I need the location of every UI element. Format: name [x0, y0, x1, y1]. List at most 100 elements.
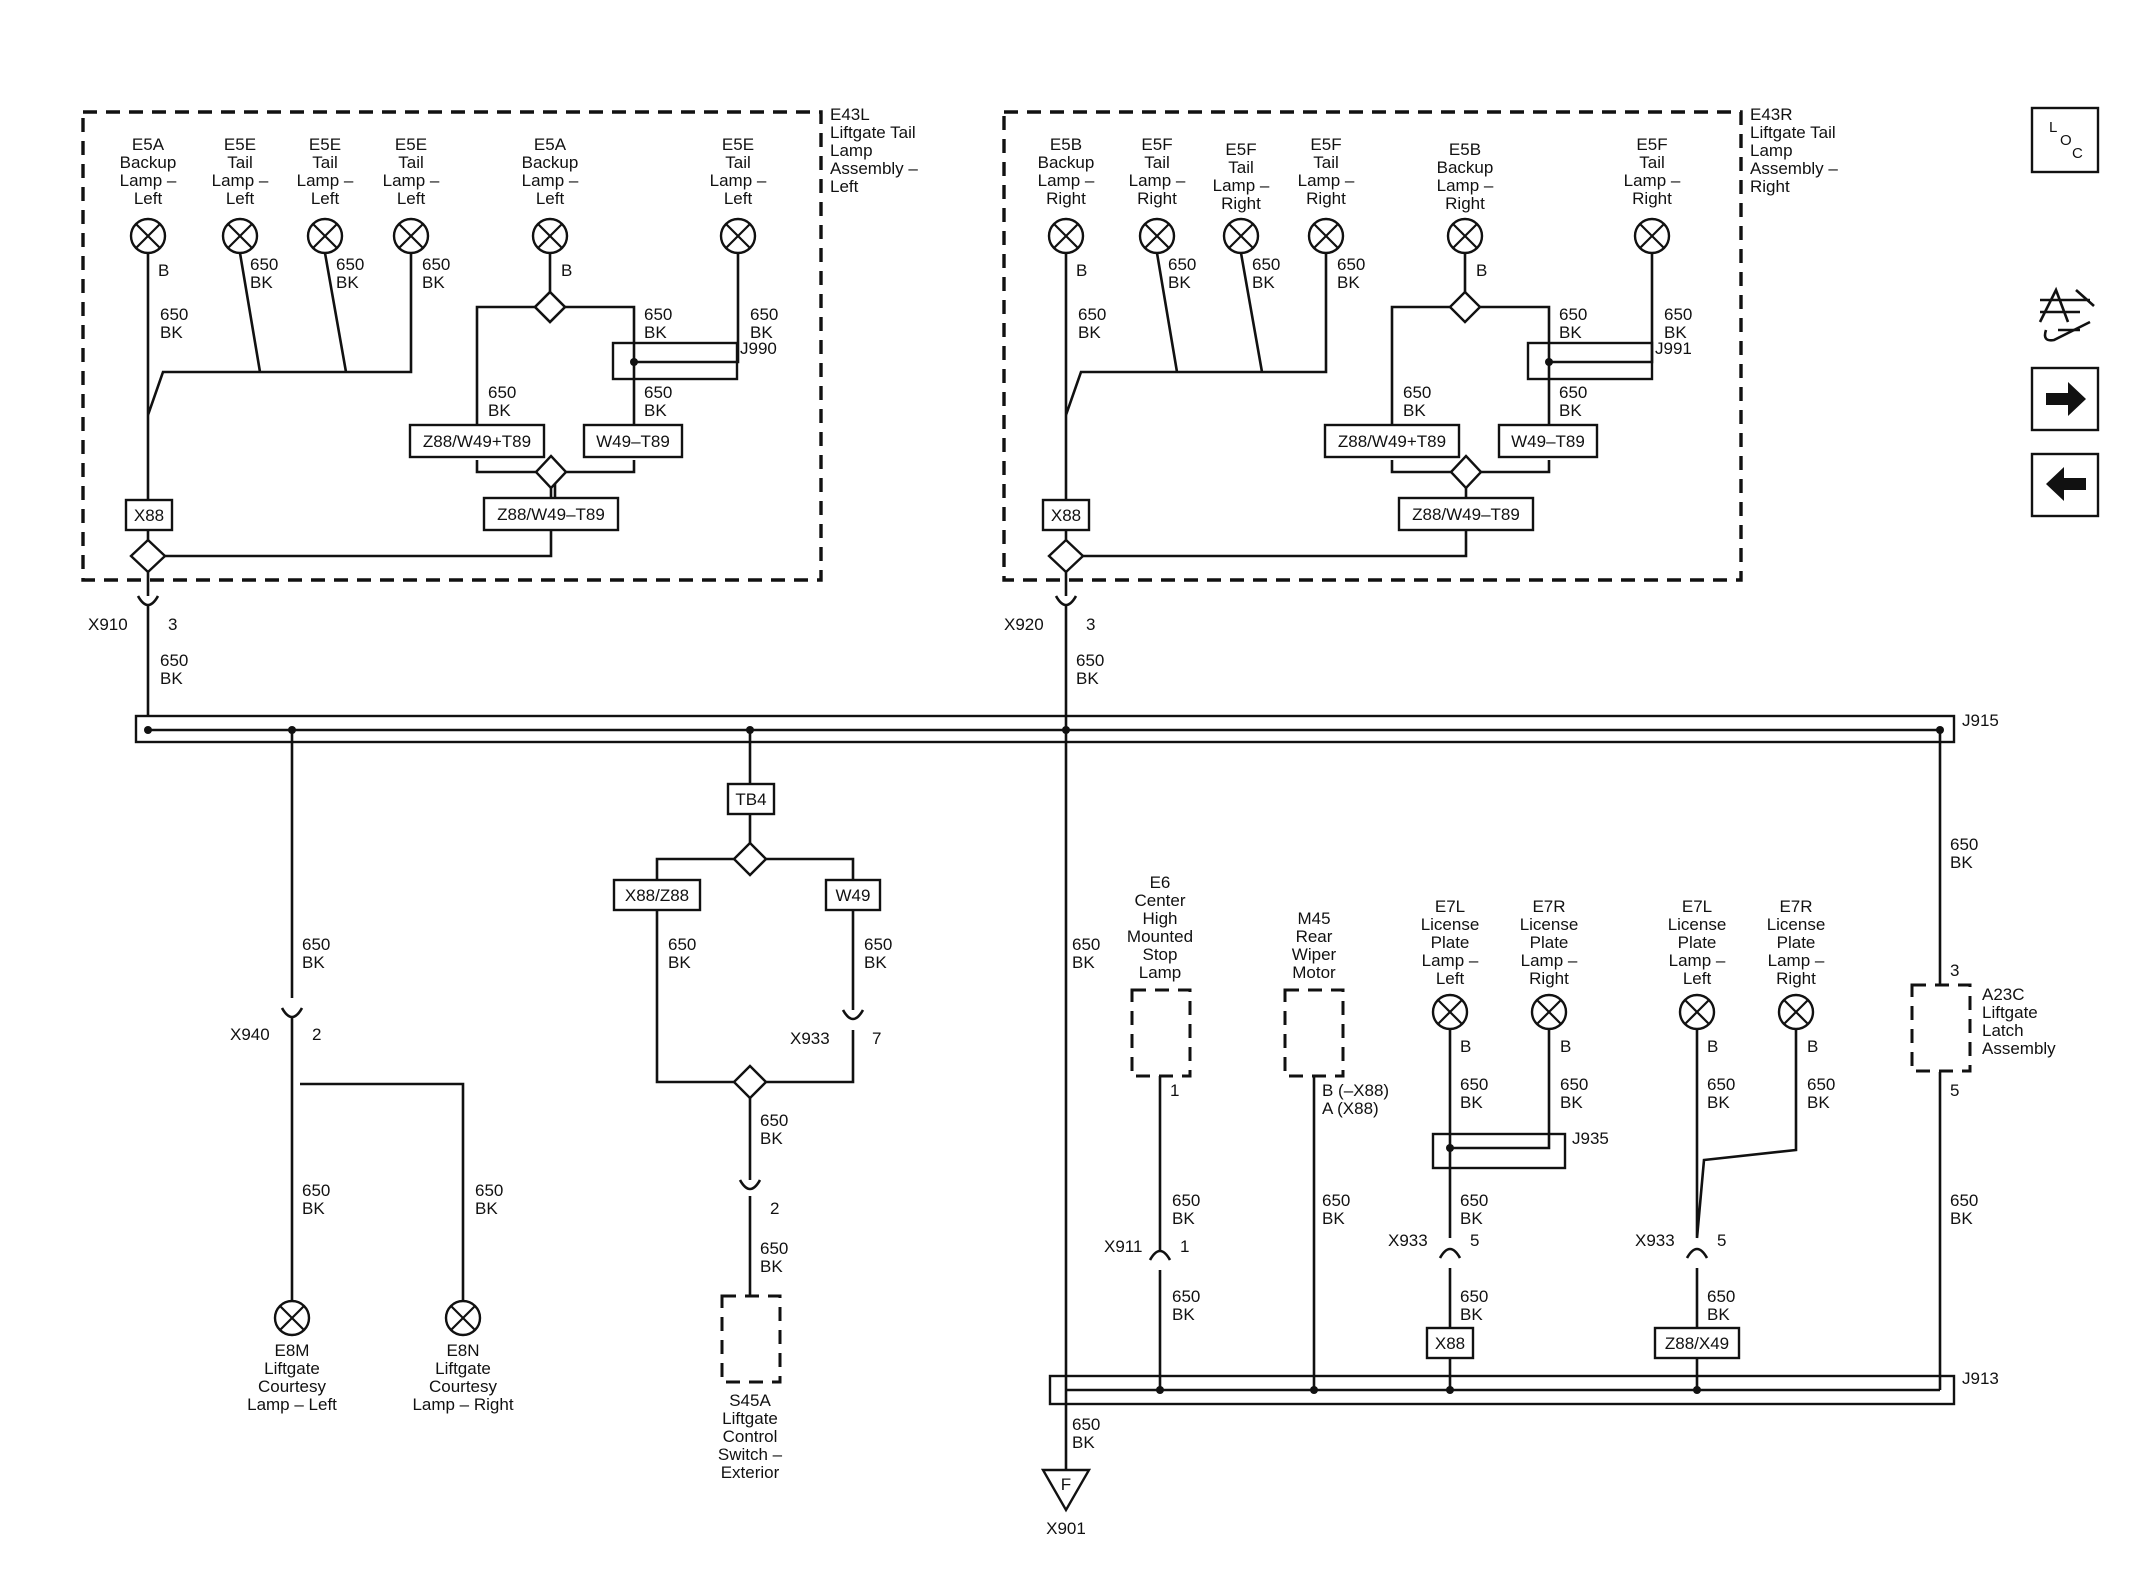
svg-text:X901: X901 — [1046, 1519, 1086, 1538]
tail-lamp-wires-left — [146, 252, 413, 416]
svg-text:BK: BK — [1172, 1305, 1195, 1324]
wire-color-label: BK — [422, 273, 445, 292]
option-z88-w49-t89-minus-right: Z88/W49–T89 — [1412, 505, 1520, 524]
svg-text:650: 650 — [668, 935, 696, 954]
option-w49-t89-right: W49–T89 — [1511, 432, 1585, 451]
svg-text:650: 650 — [1076, 651, 1104, 670]
pin-b-label: B — [1476, 261, 1487, 280]
wire-circuit-label: 650 — [644, 383, 672, 402]
svg-text:3: 3 — [1086, 615, 1095, 634]
svg-text:650: 650 — [1707, 1075, 1735, 1094]
svg-text:B: B — [1560, 1037, 1571, 1056]
lamp-symbol-icon — [1530, 993, 1568, 1031]
svg-text:650: 650 — [1707, 1287, 1735, 1306]
lamp-symbol-icon — [1307, 217, 1345, 255]
previous-page-button[interactable] — [2030, 452, 2100, 518]
lamp-symbol-icon — [221, 217, 259, 255]
wire-color-label: BK — [1168, 273, 1191, 292]
tail-lamp-wires-right — [1064, 252, 1328, 416]
wire-color-label: BK — [644, 401, 667, 420]
pin-b-label: B — [561, 261, 572, 280]
wire-color-label: BK — [488, 401, 511, 420]
option-x88-right: X88 — [1051, 506, 1081, 525]
svg-text:5: 5 — [1950, 1081, 1959, 1100]
svg-text:650: 650 — [864, 935, 892, 954]
nav-panel: L O C — [2030, 106, 2100, 518]
option-z88-w49-t89-plus-right: Z88/W49+T89 — [1338, 432, 1446, 451]
wire-circuit-label: 650 — [1664, 305, 1692, 324]
backup-lamp-ground-wires-right — [1390, 253, 1654, 474]
option-box-w49-t89-right — [1497, 423, 1599, 459]
ground-triangle-icon — [1040, 1468, 1092, 1513]
svg-text:X911: X911 — [1104, 1237, 1142, 1256]
svg-text:BK: BK — [1807, 1093, 1830, 1112]
svg-text:BK: BK — [302, 1199, 325, 1218]
svg-text:7: 7 — [872, 1029, 881, 1048]
option-splice-diamond — [732, 841, 768, 877]
assembly-e43r-boundary — [1002, 110, 1743, 582]
splice-j990-box — [611, 341, 739, 381]
svg-text:650: 650 — [1460, 1287, 1488, 1306]
svg-text:650: 650 — [302, 935, 330, 954]
svg-text:5: 5 — [1717, 1231, 1726, 1250]
svg-text:650: 650 — [1460, 1075, 1488, 1094]
lamp-symbol-icon — [444, 1299, 482, 1337]
wire-circuit-label: 650 — [1403, 383, 1431, 402]
svg-text:J913: J913 — [1962, 1369, 1999, 1388]
next-page-button[interactable] — [2030, 366, 2100, 432]
lamp-symbol-icon — [1222, 217, 1260, 255]
svg-text:650: 650 — [760, 1111, 788, 1130]
wire-circuit-label: 650 — [644, 305, 672, 324]
svg-text:F: F — [1061, 1475, 1071, 1494]
wire-color-label: BK — [1078, 323, 1101, 342]
option-box-z88-w49-t89-minus-right — [1397, 496, 1535, 532]
svg-text:650: 650 — [1172, 1287, 1200, 1306]
option-splice-diamond — [1449, 454, 1483, 490]
wire-color-label: BK — [336, 273, 359, 292]
ground-return-wire-right — [1083, 530, 1468, 558]
svg-text:X940: X940 — [230, 1025, 270, 1044]
wire-circuit-label: 650 — [1168, 255, 1196, 274]
wire-color-label: BK — [750, 323, 773, 342]
pin-b-label: B — [158, 261, 169, 280]
wire-circuit-label: 650 — [160, 305, 188, 324]
svg-text:B: B — [1707, 1037, 1718, 1056]
location-button[interactable]: L O C — [2030, 106, 2100, 174]
ground-splice-diamond — [1448, 290, 1482, 324]
wire-circuit-label: 650 — [336, 255, 364, 274]
svg-text:J915: J915 — [1962, 711, 1999, 730]
svg-text:BK: BK — [302, 953, 325, 972]
splice-j990-label: J990 — [740, 339, 777, 358]
splice-j990-dot — [630, 358, 638, 366]
svg-text:X910: X910 — [88, 615, 128, 634]
svg-text:650: 650 — [160, 651, 188, 670]
wire-circuit-label: 650 — [1559, 383, 1587, 402]
assembly-e43l: E43L Liftgate Tail Lamp Assembly – Left … — [81, 105, 918, 582]
component-info-icon[interactable] — [2038, 286, 2095, 342]
wire-circuit-label: 650 — [1559, 305, 1587, 324]
assembly-e43r: E43R Liftgate Tail Lamp Assembly – Right… — [1002, 105, 1838, 582]
svg-text:5: 5 — [1470, 1231, 1479, 1250]
svg-text:BK: BK — [1460, 1209, 1483, 1228]
wire-circuit-label: 650 — [1078, 305, 1106, 324]
splice-j991-label: J991 — [1655, 339, 1692, 358]
svg-text:X920: X920 — [1004, 615, 1044, 634]
lamp-symbol-icon — [129, 217, 167, 255]
lamp-symbol-icon — [1047, 217, 1085, 255]
ground-node-diamond-right — [1047, 538, 1085, 574]
svg-text:BK: BK — [160, 669, 183, 688]
